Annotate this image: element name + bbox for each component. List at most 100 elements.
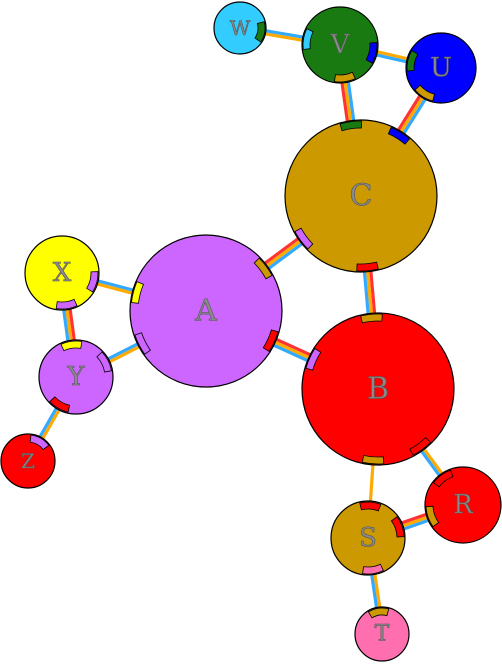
port-a-x — [131, 281, 144, 304]
node-x[interactable]: X — [24, 235, 100, 311]
edge-strand — [342, 76, 353, 127]
edge-strand — [365, 265, 374, 320]
node-t[interactable]: T — [354, 606, 410, 662]
edge-c-v — [339, 76, 357, 128]
port-z-y — [29, 434, 50, 451]
node-label: B — [367, 372, 389, 407]
edge-strand — [270, 335, 317, 359]
port-t-s — [367, 607, 390, 619]
node-label: V — [330, 30, 351, 60]
edge-strand — [102, 339, 144, 363]
node-circle — [38, 339, 114, 415]
edge-v-u — [370, 48, 414, 65]
node-circle — [129, 234, 283, 388]
edge-x-y — [61, 303, 77, 347]
edge-strand — [368, 265, 377, 320]
edge-strand — [267, 341, 314, 365]
node-label: R — [453, 490, 474, 520]
edge-b-r — [416, 443, 447, 482]
port-x-a — [86, 271, 99, 293]
node-z[interactable]: Z — [0, 433, 56, 489]
edge-strand — [362, 265, 371, 320]
edge-strand — [67, 303, 77, 347]
edge-strand — [263, 238, 308, 274]
edge-strand — [369, 568, 379, 614]
edge-a-b — [267, 335, 317, 365]
port-v-c — [333, 71, 356, 83]
node-circle — [24, 235, 100, 311]
edge-strand — [61, 303, 71, 347]
port-r-b — [432, 469, 454, 488]
node-s[interactable]: S — [330, 500, 406, 576]
node-circle — [284, 119, 438, 273]
edge-c-u — [394, 90, 430, 140]
node-label: S — [359, 523, 377, 553]
edge-strand — [399, 93, 430, 140]
port-s-t — [362, 563, 384, 575]
port-y-a — [96, 351, 112, 373]
edge-strand — [394, 90, 425, 136]
edge-a-y — [102, 339, 146, 366]
node-circle — [213, 1, 267, 55]
port-r-s — [425, 505, 440, 528]
port-s-r — [390, 516, 405, 538]
node-circle — [354, 606, 410, 662]
edge-v-w — [259, 28, 309, 43]
port-a-y — [134, 332, 151, 355]
port-v-u — [365, 42, 378, 64]
edge-strand — [371, 48, 414, 62]
edge-strand — [259, 233, 304, 269]
edge-a-c — [259, 233, 308, 274]
node-label: A — [194, 294, 217, 329]
node-a[interactable]: A — [129, 234, 283, 388]
node-c[interactable]: C — [284, 119, 438, 273]
port-y-x — [60, 340, 83, 352]
node-label: W — [230, 16, 251, 40]
node-label: Z — [21, 449, 35, 473]
port-s-b — [359, 501, 382, 512]
edge-strand — [259, 28, 309, 40]
edge-strand — [419, 443, 447, 480]
edge-strand — [91, 277, 140, 294]
node-circle — [301, 6, 379, 84]
edge-strand — [259, 31, 309, 43]
port-u-c — [414, 84, 435, 102]
edge-strand — [38, 403, 64, 445]
edge-strand — [416, 445, 445, 482]
edge-strand — [339, 76, 350, 128]
edge-strand — [261, 236, 306, 271]
port-v-w — [302, 28, 314, 50]
node-b[interactable]: B — [301, 312, 455, 466]
port-c-b — [356, 261, 379, 272]
port-c-v — [339, 120, 362, 132]
edge-b-s — [368, 458, 375, 508]
node-y[interactable]: Y — [38, 339, 114, 415]
edges-layer — [35, 28, 447, 614]
node-label: X — [53, 258, 72, 288]
port-y-z — [49, 396, 71, 413]
node-circle — [405, 32, 477, 104]
node-u[interactable]: U — [405, 32, 477, 104]
port-c-u — [387, 126, 411, 145]
node-w[interactable]: W — [213, 1, 267, 55]
edge-strand — [396, 91, 427, 138]
node-label: Y — [66, 362, 85, 392]
edge-strand — [103, 342, 146, 366]
port-b-r — [409, 436, 432, 456]
node-label: U — [430, 53, 452, 83]
port-b-a — [305, 347, 322, 371]
port-u-v — [406, 50, 419, 72]
node-label: T — [375, 622, 390, 647]
edge-strand — [91, 280, 139, 297]
node-r[interactable]: R — [424, 466, 502, 544]
node-circle — [424, 466, 502, 544]
edge-a-x — [91, 277, 140, 297]
edge-strand — [368, 458, 375, 508]
port-a-b — [262, 329, 279, 353]
port-b-s — [361, 455, 385, 465]
node-v[interactable]: V — [301, 6, 379, 84]
edge-strand — [372, 568, 383, 614]
